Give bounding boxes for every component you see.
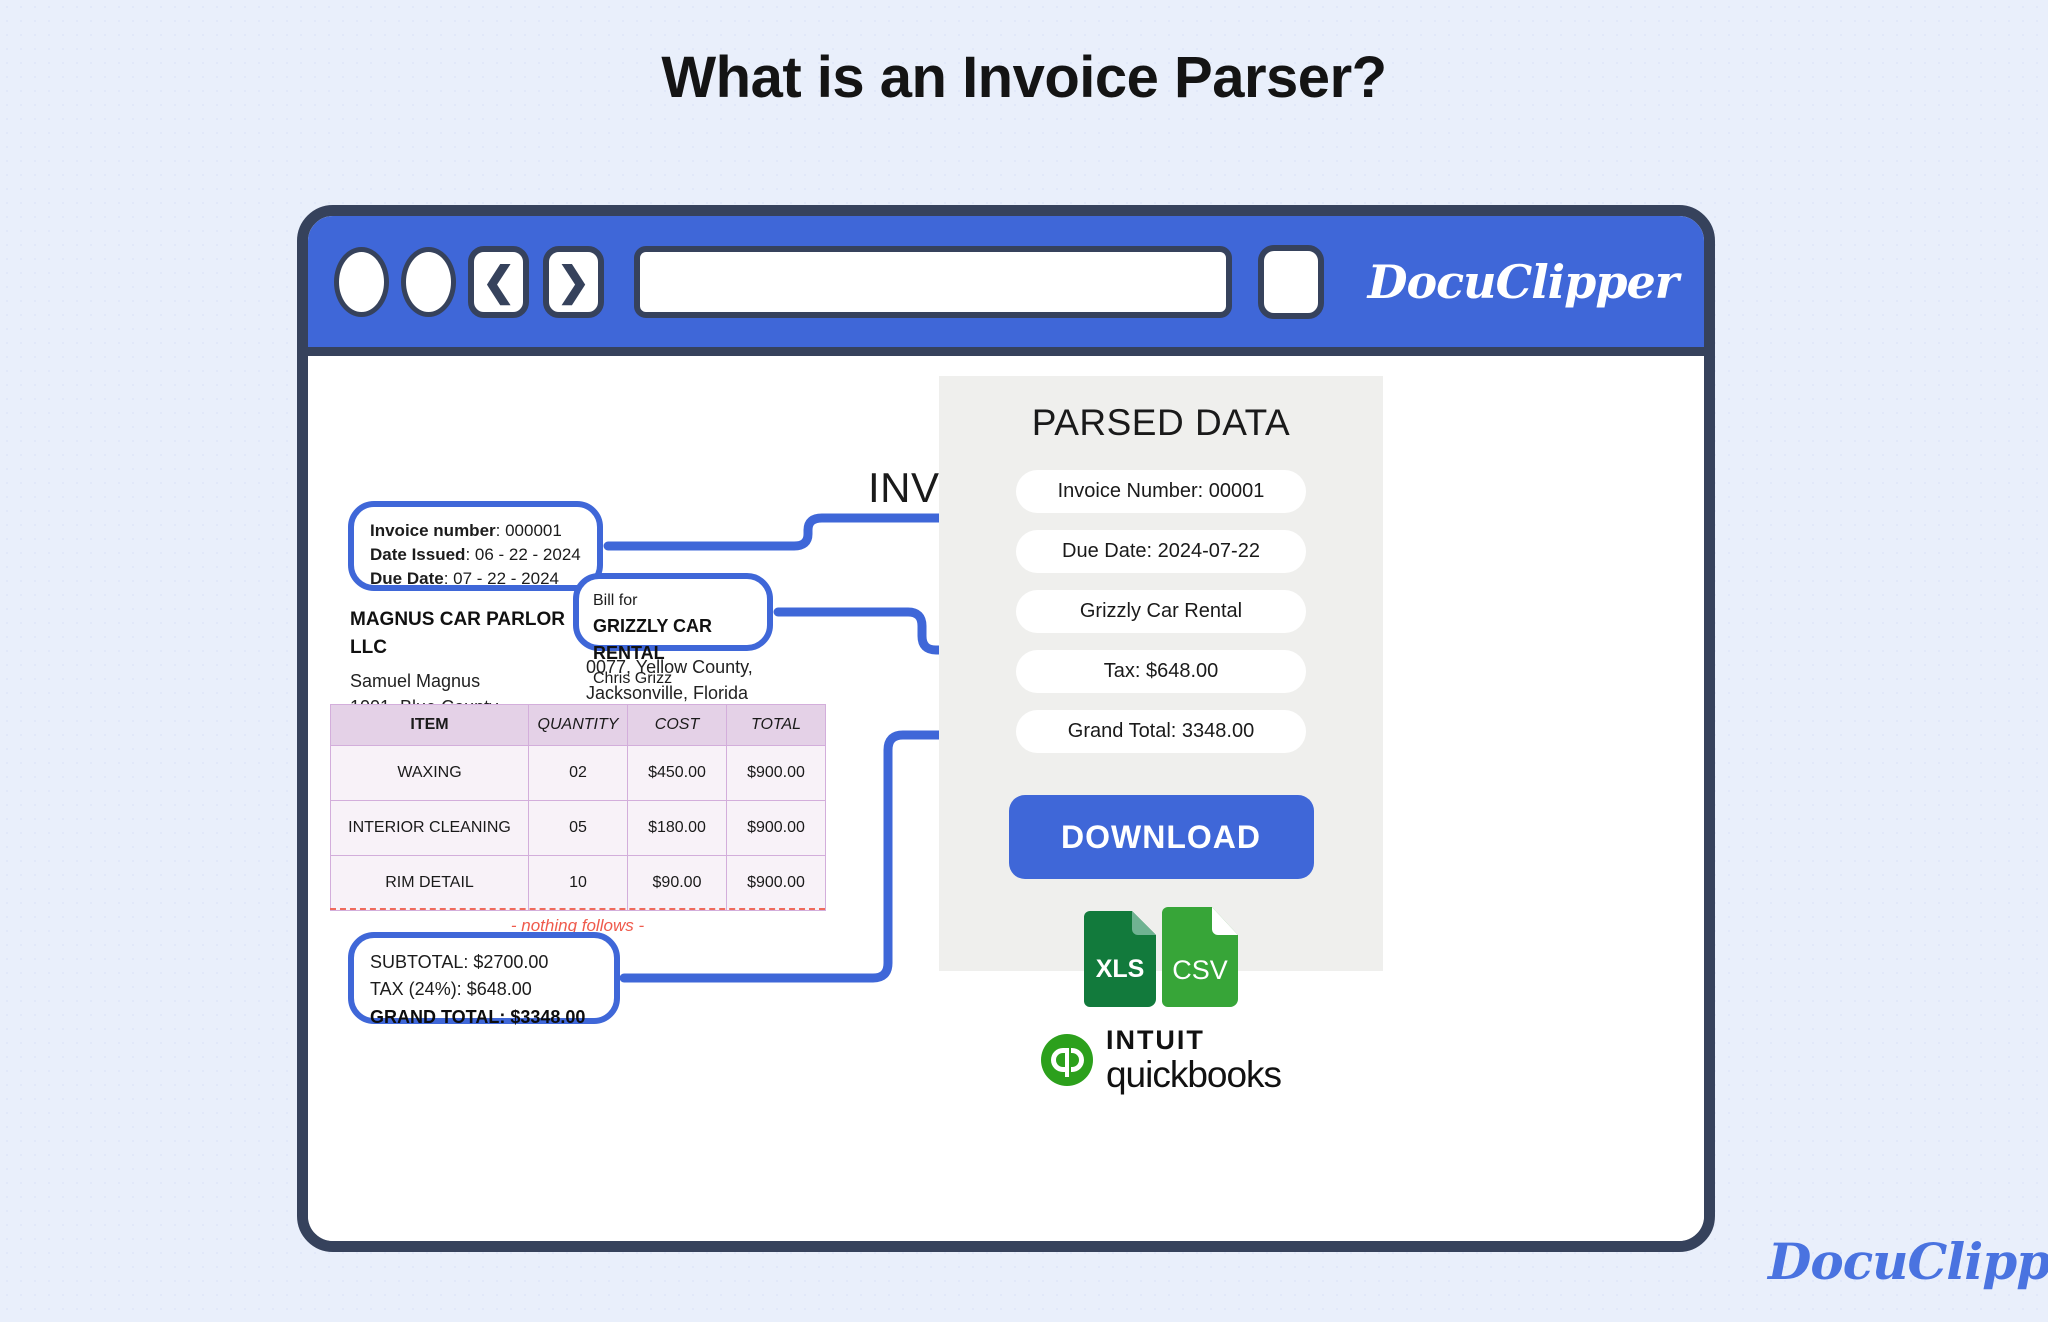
- buyer-address-block: 0077, Yellow County, Jacksonville, Flori…: [586, 654, 776, 706]
- parsed-chip-vendor: Grizzly Car Rental: [1016, 590, 1306, 633]
- due-date-line: Due Date: 07 - 22 - 2024: [370, 567, 581, 591]
- forward-button[interactable]: ❯: [543, 245, 604, 318]
- column-header-item: ITEM: [330, 704, 529, 746]
- cell-total: $900.00: [726, 745, 826, 801]
- subtotal-line: SUBTOTAL: $2700.00: [370, 952, 549, 972]
- parsed-chip-grand-total: Grand Total: 3348.00: [1016, 710, 1306, 753]
- seller-name: MAGNUS CAR PARLOR LLC: [350, 609, 565, 658]
- cell-total: $900.00: [726, 855, 826, 911]
- cell-item: INTERIOR CLEANING: [330, 800, 529, 856]
- table-header-row: ITEM QUANTITY COST TOTAL: [330, 704, 826, 746]
- parsed-data-title: PARSED DATA: [1031, 402, 1291, 443]
- buyer-address: 0077, Yellow County, Jacksonville, Flori…: [586, 657, 753, 704]
- parsed-data-panel: PARSED DATA Invoice Number: 00001 Due Da…: [939, 376, 1383, 1093]
- cell-item: RIM DETAIL: [330, 855, 529, 911]
- cell-quantity: 05: [528, 800, 628, 856]
- column-header-cost: COST: [627, 704, 727, 746]
- download-button[interactable]: DOWNLOAD: [1008, 795, 1314, 879]
- cell-cost: $180.00: [627, 800, 727, 856]
- bill-for-label: Bill for: [593, 592, 638, 609]
- column-header-quantity: QUANTITY: [528, 704, 628, 746]
- bill-for-box: Bill for GRIZZLY CAR RENTAL Chris Grizz: [573, 573, 773, 687]
- cell-cost: $90.00: [627, 855, 727, 911]
- window-control-dot-1[interactable]: [334, 246, 390, 317]
- parsed-chip-due-date: Due Date: 2024-07-22: [1016, 530, 1306, 573]
- cell-cost: $450.00: [627, 745, 727, 801]
- bill-for-contact: Chris Grizz: [593, 670, 673, 687]
- quickbooks-logo: INTUIT quickbooks: [939, 1027, 1383, 1093]
- cell-item: WAXING: [330, 745, 529, 801]
- file-format-icons: XLS CSV: [939, 907, 1383, 1007]
- tax-line: TAX (24%): $648.00: [370, 979, 532, 1000]
- brand-logo: DocuClipper: [1367, 254, 1679, 309]
- parsed-chip-tax: Tax: $648.00: [1016, 650, 1306, 693]
- invoice-meta-box: Invoice number: 000001 Date Issued: 06 -…: [348, 501, 603, 591]
- xls-file-icon[interactable]: XLS: [1084, 911, 1156, 1007]
- cell-quantity: 10: [528, 855, 628, 911]
- csv-file-icon[interactable]: CSV: [1162, 907, 1238, 1007]
- table-row: RIM DETAIL 10 $90.00 $900.00: [330, 855, 826, 911]
- invoice-items-table: ITEM QUANTITY COST TOTAL WAXING 02 $450.…: [330, 704, 826, 911]
- date-issued-line: Date Issued: 06 - 22 - 2024: [370, 543, 581, 567]
- address-bar[interactable]: [633, 245, 1232, 318]
- bill-for-name: GRIZZLY CAR RENTAL: [593, 616, 713, 663]
- table-row: INTERIOR CLEANING 05 $180.00 $900.00: [330, 800, 826, 856]
- quickbooks-text: quickbooks: [1105, 1054, 1282, 1095]
- invoice-number-value: : 000001: [495, 521, 562, 540]
- cell-total: $900.00: [726, 800, 826, 856]
- chevron-right-icon: ❯: [556, 259, 591, 304]
- footer-brand-logo: DocuClipper: [1768, 1232, 2048, 1291]
- intuit-text: INTUIT: [1105, 1025, 1205, 1055]
- menu-button[interactable]: [1257, 244, 1324, 319]
- seller-contact: Samuel Magnus: [350, 671, 481, 692]
- browser-titlebar: ❮ ❯ DocuClipper: [308, 216, 1704, 356]
- divider-dashed: [330, 908, 825, 910]
- due-date-value: : 07 - 22 - 2024: [443, 569, 559, 589]
- window-control-dot-2[interactable]: [401, 246, 457, 317]
- back-button[interactable]: ❮: [468, 245, 530, 318]
- column-header-total: TOTAL: [726, 704, 826, 746]
- parsed-chip-invoice-number: Invoice Number: 00001: [1016, 470, 1306, 513]
- svg-text:XLS: XLS: [1096, 955, 1145, 983]
- invoice-number-label: Invoice number: [370, 521, 496, 540]
- page-title: What is an Invoice Parser?: [661, 45, 1387, 110]
- invoice-number-line: Invoice number: 000001: [370, 519, 581, 543]
- date-issued-label: Date Issued: [370, 545, 466, 565]
- date-issued-value: : 06 - 22 - 2024: [465, 545, 581, 565]
- chevron-left-icon: ❮: [481, 259, 516, 304]
- cell-quantity: 02: [528, 745, 628, 801]
- browser-content: INVOICE Invoice number: 000001 Date Issu…: [308, 356, 1704, 1241]
- grand-total-line: GRAND TOTAL: $3348.00: [370, 1006, 586, 1027]
- table-row: WAXING 02 $450.00 $900.00: [330, 745, 826, 801]
- quickbooks-wordmark: INTUIT quickbooks: [1105, 1025, 1282, 1095]
- totals-box: SUBTOTAL: $2700.00 TAX (24%): $648.00 GR…: [348, 932, 620, 1027]
- nothing-follows-note: - nothing follows -: [510, 916, 645, 935]
- svg-text:CSV: CSV: [1172, 955, 1228, 985]
- quickbooks-icon: [1040, 1034, 1093, 1086]
- parsed-chip-list: Invoice Number: 00001 Due Date: 2024-07-…: [939, 470, 1383, 753]
- browser-window: ❮ ❯ DocuClipper INVOICE Invoice number: …: [297, 205, 1715, 1252]
- due-date-label: Due Date: [370, 569, 444, 589]
